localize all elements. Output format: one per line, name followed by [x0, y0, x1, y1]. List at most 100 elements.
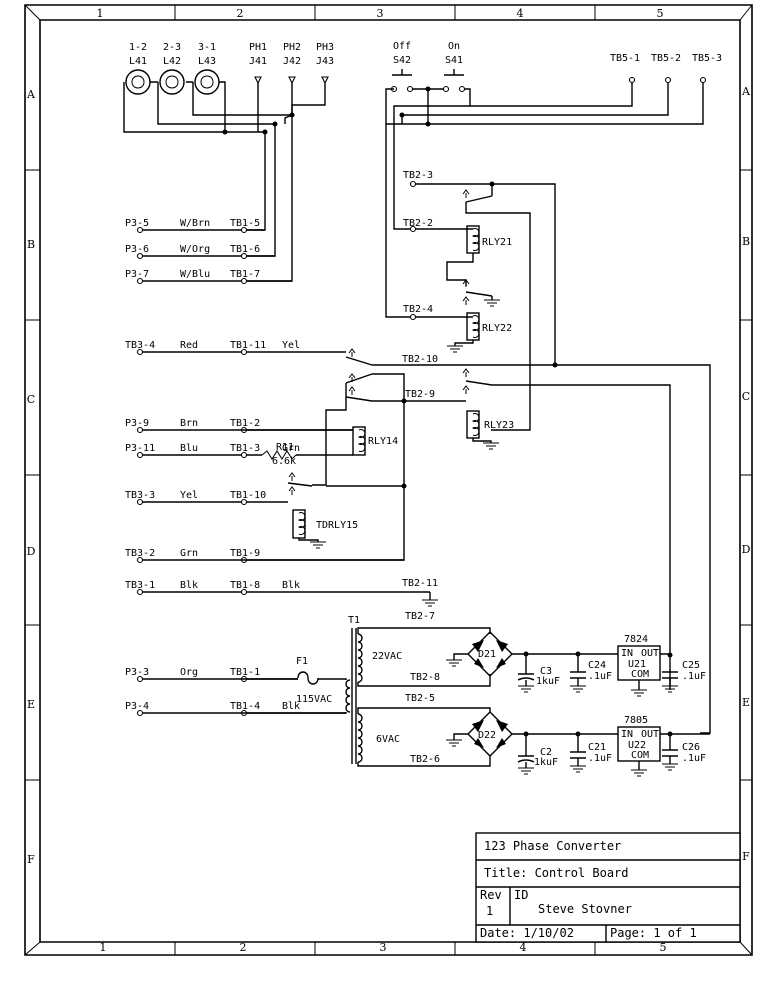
wire-source-label: TB3-2 — [125, 548, 155, 559]
relay-label: TDRLY15 — [316, 520, 358, 531]
regulator-name: U22 — [628, 740, 646, 751]
ground-icon — [446, 659, 462, 667]
row-label-right: E — [742, 696, 750, 709]
terminal-label: TB2-2 — [403, 218, 433, 229]
wire-terminal-label: TB1-6 — [230, 244, 260, 255]
capacitor-value: .1uF — [682, 671, 706, 682]
terminal-icon — [136, 498, 144, 506]
bridge-label: D21 — [478, 649, 496, 660]
wire-color-label: Yel — [282, 340, 300, 351]
wire-color-label: Grn — [180, 548, 198, 559]
row-label-right: C — [742, 390, 750, 403]
off-switch-label: Off — [393, 41, 411, 52]
wire-source-label: P3-11 — [125, 443, 155, 454]
wire-source-label: TB3-3 — [125, 490, 155, 501]
relay-label: RLY21 — [482, 237, 512, 248]
column-label-top: 1 — [97, 7, 104, 20]
column-label-top: 2 — [237, 7, 244, 20]
wire-terminal-label: TB1-7 — [230, 269, 260, 280]
resistor-name: R11 — [276, 442, 294, 453]
wire-terminal-label: TB1-5 — [230, 218, 260, 229]
bridge-rectifier-icon — [467, 631, 513, 677]
capacitor-name: C26 — [682, 742, 700, 753]
off-switch-name: S42 — [393, 55, 411, 66]
drawing-title: Title: Control Board — [484, 866, 629, 880]
relay-coil-icon — [352, 426, 366, 456]
terminal-icon — [240, 451, 248, 459]
bridge-label: D22 — [478, 730, 496, 741]
author-name: Steve Stovner — [538, 902, 632, 916]
terminal-label: TB2-6 — [410, 754, 440, 765]
capacitor-name: C21 — [588, 742, 606, 753]
on-switch-name: S41 — [445, 55, 463, 66]
lamp-phase-label: 3-1 — [198, 42, 216, 53]
jack-icon — [288, 76, 296, 85]
capacitor-value: 1kuF — [534, 757, 558, 768]
jack-name-label: J42 — [283, 56, 301, 67]
terminal-icon — [136, 451, 144, 459]
lamp-icon — [159, 69, 185, 95]
column-label-bottom: 1 — [100, 941, 107, 954]
wire-terminal-label: TB1-4 — [230, 701, 260, 712]
on-switch-label: On — [448, 41, 460, 52]
capacitor-value: .1uF — [588, 671, 612, 682]
page-field: Page: 1 of 1 — [610, 926, 697, 940]
terminal-icon — [136, 226, 144, 234]
regulator-pin-out: OUT — [641, 648, 659, 659]
ground-icon — [483, 442, 499, 450]
lamp-phase-label: 2-3 — [163, 42, 181, 53]
capacitor-icon — [570, 734, 586, 773]
capacitor-name: C2 — [540, 747, 552, 758]
terminal-label: TB5-1 — [610, 53, 640, 64]
regulator-part: 7805 — [624, 715, 648, 726]
wire-color-label: Red — [180, 340, 198, 351]
rev-label: Rev — [480, 888, 502, 902]
column-label-bottom: 2 — [240, 941, 247, 954]
ground-icon — [446, 739, 462, 747]
bridge-rectifier-icon — [467, 711, 513, 757]
transformer-name: T1 — [348, 615, 360, 626]
lamp-phase-label: 1-2 — [129, 42, 147, 53]
capacitor-value: .1uF — [682, 753, 706, 764]
terminal-label: TB5-2 — [651, 53, 681, 64]
wire-color-label: Grn — [282, 443, 300, 454]
jack-phase-label: PH3 — [316, 42, 334, 53]
wire-color-label: Yel — [180, 490, 198, 501]
capacitor-name: C25 — [682, 660, 700, 671]
row-label-left: B — [27, 238, 35, 251]
row-label-right: F — [742, 850, 750, 863]
tb5-terminals: TB5-1 TB5-2 TB5-3 — [386, 53, 722, 125]
power-switches: Off S42 On S41 — [385, 41, 471, 318]
id-label: ID — [514, 888, 528, 902]
switch-icon — [390, 69, 414, 93]
wire-color-label: Org — [180, 667, 198, 678]
regulator-name: U21 — [628, 659, 646, 670]
wire-terminal-label: TB1-2 — [230, 418, 260, 429]
terminal-icon — [136, 252, 144, 260]
terminal-label: TB2-5 — [405, 693, 435, 704]
wire-color-label: W/Blu — [180, 269, 210, 280]
wire-source-label: P3-9 — [125, 418, 149, 429]
capacitor-name: C24 — [588, 660, 606, 671]
wire-color-label: Blk — [282, 701, 300, 712]
terminal-label: TB2-3 — [403, 170, 433, 181]
column-label-top: 4 — [517, 7, 524, 20]
row-label-right: B — [742, 235, 750, 248]
capacitor-value: .1uF — [588, 753, 612, 764]
relay-rly14-tdrly15: RLY14 TDRLY15 R11 6.6k TB2-11 — [242, 348, 466, 607]
row-label-left: D — [27, 545, 36, 558]
jack-phase-label: PH1 — [249, 42, 267, 53]
jack-name-label: J41 — [249, 56, 267, 67]
electrolytic-capacitor-icon — [517, 654, 535, 693]
frame-labels: 1 2 3 4 5 1 2 3 4 5 A B C D E F A B C D … — [26, 7, 751, 954]
terminal-icon — [240, 348, 248, 356]
wire-color-label: W/Org — [180, 244, 210, 255]
wire-source-label: TB3-1 — [125, 580, 155, 591]
terminal-icon — [136, 556, 144, 564]
terminal-label: TB2-11 — [402, 578, 438, 589]
